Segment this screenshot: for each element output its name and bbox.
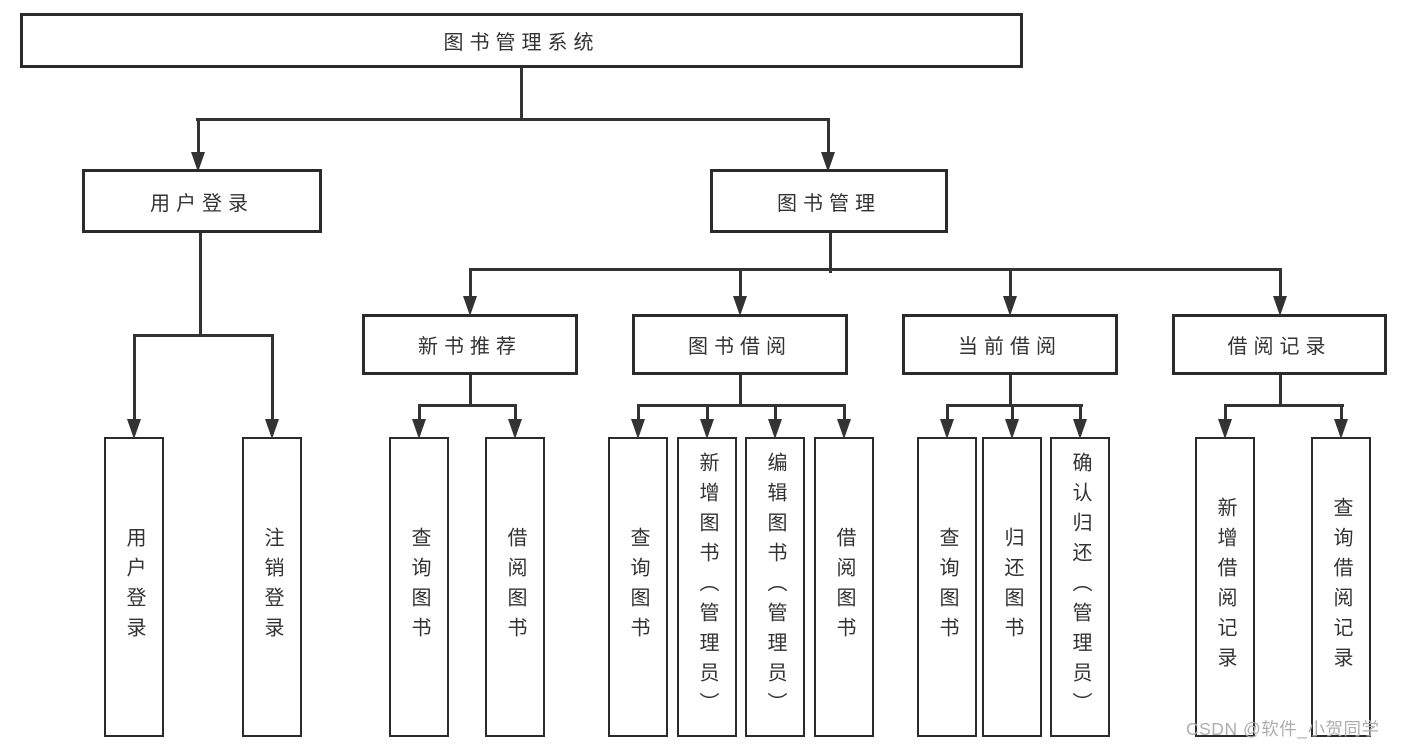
arrow-down-icon bbox=[508, 419, 522, 439]
arrow-down-icon bbox=[700, 419, 714, 439]
arrow-down-icon bbox=[265, 419, 279, 439]
connector-bookmgmt-drop bbox=[828, 233, 832, 273]
connector-drop bbox=[738, 375, 742, 407]
connector-stem bbox=[132, 334, 136, 424]
connector-stem bbox=[196, 118, 200, 158]
arrow-down-icon bbox=[1273, 296, 1287, 316]
leaf-query-books-current: 查询图书 bbox=[917, 437, 977, 737]
node-current-borrow: 当前借阅 bbox=[902, 314, 1118, 375]
arrow-down-icon bbox=[1005, 419, 1019, 439]
connector-stem bbox=[270, 334, 274, 424]
connector-stem bbox=[468, 268, 472, 302]
connector-stem bbox=[513, 404, 517, 424]
node-root-system: 图书管理系统 bbox=[20, 13, 1023, 68]
leaf-add-borrow-record: 新增借阅记录 bbox=[1195, 437, 1255, 737]
connector-drop bbox=[468, 375, 472, 407]
connector-stem bbox=[826, 118, 830, 158]
leaf-return-books: 归还图书 bbox=[982, 437, 1042, 737]
leaf-user-login: 用户登录 bbox=[104, 437, 164, 737]
arrow-down-icon bbox=[733, 296, 747, 316]
connector-stem bbox=[1339, 404, 1343, 424]
connector-stem bbox=[1010, 404, 1014, 424]
connector-stem bbox=[636, 404, 640, 424]
connector-stem bbox=[773, 404, 777, 424]
connector-drop bbox=[1278, 375, 1282, 407]
connector-stem bbox=[945, 404, 949, 424]
connector-bus bbox=[945, 404, 1083, 407]
connector-stem bbox=[417, 404, 421, 424]
leaf-borrow-books-recommend: 借阅图书 bbox=[485, 437, 545, 737]
arrow-down-icon bbox=[191, 152, 205, 172]
leaf-query-books-borrow: 查询图书 bbox=[608, 437, 668, 737]
arrow-down-icon bbox=[463, 296, 477, 316]
leaf-edit-books-admin: 编辑图书（管理员） bbox=[745, 437, 805, 737]
leaf-add-books-admin: 新增图书（管理员） bbox=[677, 437, 737, 737]
arrow-down-icon bbox=[940, 419, 954, 439]
arrow-down-icon bbox=[1334, 419, 1348, 439]
connector-stem bbox=[1278, 268, 1282, 302]
node-borrow-records: 借阅记录 bbox=[1172, 314, 1387, 375]
arrow-down-icon bbox=[631, 419, 645, 439]
connector-drop bbox=[1008, 375, 1012, 407]
arrow-down-icon bbox=[1073, 419, 1087, 439]
node-book-management: 图书管理 bbox=[710, 169, 948, 233]
connector-stem bbox=[1008, 268, 1012, 302]
leaf-confirm-return-admin: 确认归还（管理员） bbox=[1050, 437, 1110, 737]
watermark: CSDN @软件_小贺同学 bbox=[1186, 719, 1380, 739]
arrow-down-icon bbox=[1218, 419, 1232, 439]
connector-stem bbox=[1078, 404, 1082, 424]
arrow-down-icon bbox=[1003, 296, 1017, 316]
connector-stem bbox=[705, 404, 709, 424]
arrow-down-icon bbox=[837, 419, 851, 439]
node-user-login: 用户登录 bbox=[82, 169, 322, 233]
connector-root-drop bbox=[520, 68, 523, 121]
connector-bus bbox=[417, 404, 517, 407]
connector-bus bbox=[636, 404, 846, 407]
leaf-borrow-books: 借阅图书 bbox=[814, 437, 874, 737]
connector-stem bbox=[738, 268, 742, 302]
leaf-logout-login: 注销登录 bbox=[242, 437, 302, 737]
arrow-down-icon bbox=[768, 419, 782, 439]
connector-bus bbox=[1223, 404, 1344, 407]
arrow-down-icon bbox=[412, 419, 426, 439]
leaf-query-books-recommend: 查询图书 bbox=[389, 437, 449, 737]
node-new-book-recommend: 新书推荐 bbox=[362, 314, 578, 375]
connector-level3-bus bbox=[468, 268, 1282, 271]
leaf-query-borrow-record: 查询借阅记录 bbox=[1311, 437, 1371, 737]
connector-level2-bus bbox=[196, 118, 830, 121]
node-book-borrow: 图书借阅 bbox=[632, 314, 848, 375]
connector-stem bbox=[842, 404, 846, 424]
arrow-down-icon bbox=[821, 152, 835, 172]
arrow-down-icon bbox=[127, 419, 141, 439]
connector-userlogin-drop bbox=[198, 233, 202, 337]
connector-stem bbox=[1223, 404, 1227, 424]
connector-userlogin-bus bbox=[132, 334, 274, 337]
